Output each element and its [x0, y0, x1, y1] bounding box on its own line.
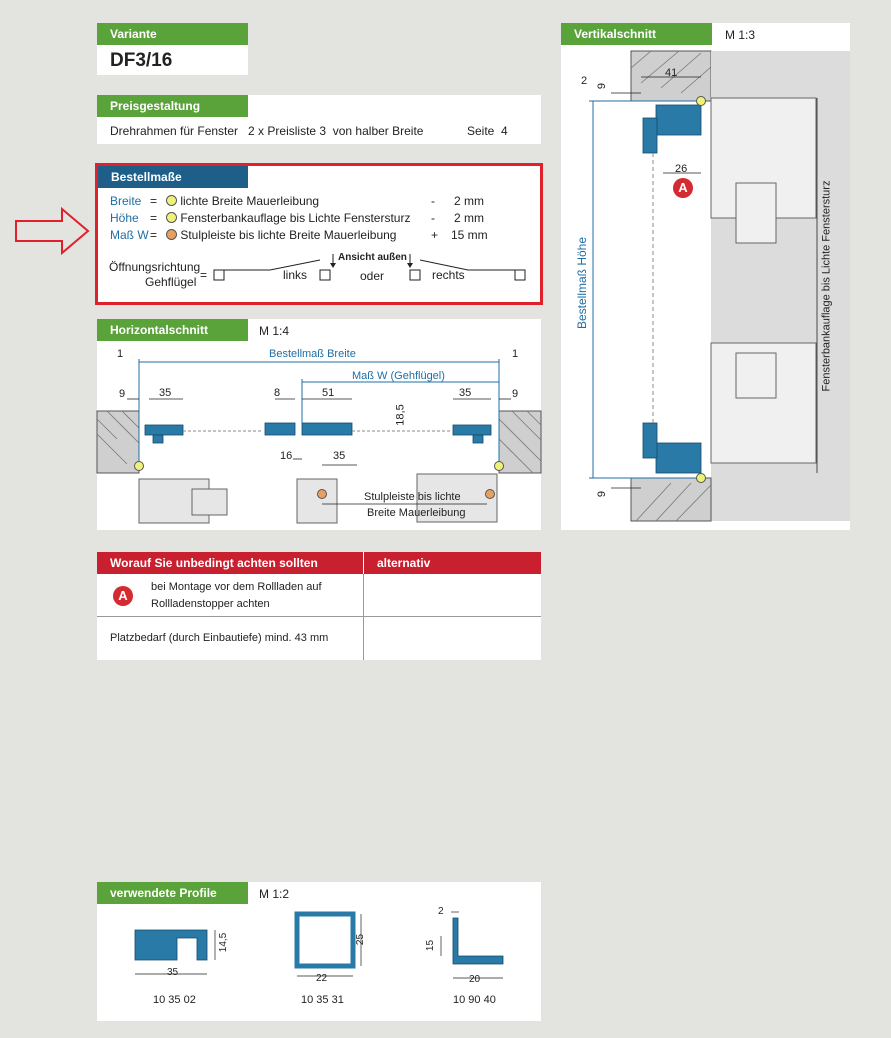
alternativ-header: alternativ — [364, 552, 541, 574]
achten-row1-line2: Rollladenstopper achten — [151, 598, 270, 610]
dim-35-bottom: 35 — [333, 450, 346, 462]
yellow-marker-icon — [166, 195, 177, 206]
achten-divider-v — [363, 574, 364, 660]
pointer-arrow-icon — [15, 206, 90, 256]
note-stulpleiste-1: Stulpleiste bis lichte — [364, 491, 461, 503]
profile-3-top: 2 — [438, 906, 444, 917]
profile-1-w: 35 — [167, 967, 179, 978]
achten-header: Worauf Sie unbedingt achten sollten — [97, 552, 363, 574]
vertikal-drawing — [589, 50, 850, 522]
profile-1-h: 14,5 — [218, 932, 230, 953]
bestell-value-massw: 15 mm — [451, 228, 488, 242]
profile-header: verwendete Profile — [97, 882, 248, 904]
dim-9-left: 9 — [119, 388, 126, 400]
profile-panel: verwendete Profile M 1:2 35 14,5 10 35 0… — [97, 882, 541, 1021]
vertikal-scale: M 1:3 — [725, 28, 756, 42]
profile-2-w: 22 — [316, 973, 328, 984]
profile-3-h: 15 — [425, 939, 437, 952]
yellow-marker-icon — [166, 212, 177, 223]
dim-51: 51 — [322, 387, 335, 399]
rechts-label: rechts — [432, 268, 465, 282]
ansicht-label: Ansicht außen — [338, 252, 407, 263]
profile-3-w: 20 — [469, 974, 481, 985]
oeffnung-label-2: Gehflügel — [145, 275, 197, 289]
achten-marker-a-icon: A — [113, 586, 133, 606]
orange-marker-icon — [166, 229, 177, 240]
vertikal-left-label: Bestellmaß Höhe — [575, 236, 590, 330]
dim-1-left: 1 — [117, 348, 124, 360]
dim-16: 16 — [280, 450, 293, 462]
profile-drawings — [134, 911, 504, 979]
achten-panel: Worauf Sie unbedingt achten sollten alte… — [97, 552, 541, 660]
profile-2-h: 25 — [355, 933, 367, 946]
dim-9-right: 9 — [512, 388, 519, 400]
achten-divider-h — [97, 616, 541, 617]
dim-35-right: 35 — [459, 387, 472, 399]
horizontal-drawing — [96, 359, 542, 524]
vdim-26: 26 — [675, 163, 688, 175]
bestell-header: Bestellmaße — [98, 166, 248, 188]
achten-row2: Platzbedarf (durch Einbautiefe) mind. 43… — [110, 632, 329, 644]
vdim-9-top: 9 — [596, 82, 609, 90]
vertikal-right-label: Fensterbankauflage bis Lichte Fensterstu… — [820, 180, 833, 392]
bestell-eq-3: = — [150, 228, 158, 242]
profile-3-id: 10 90 40 — [453, 994, 496, 1006]
horizontal-scale: M 1:4 — [259, 324, 290, 338]
dim-18-5: 18,5 — [394, 404, 407, 426]
vdim-2: 2 — [581, 75, 588, 87]
preis-text: Drehrahmen für Fenster 2 x Preisliste 3 … — [110, 124, 424, 138]
oeffnung-eq: = — [200, 268, 208, 282]
dim-mass-w: Maß W (Gehflügel) — [352, 370, 445, 382]
dim-bestellmass-breite: Bestellmaß Breite — [269, 348, 356, 360]
bestell-eq-2: = — [150, 211, 158, 225]
oeffnung-label-1: Öffnungsrichtung — [109, 260, 201, 274]
bestell-key-breite: Breite — [110, 194, 142, 208]
oder-label: oder — [360, 269, 385, 283]
preis-panel: Preisgestaltung Drehrahmen für Fenster 2… — [97, 95, 541, 144]
vdim-9-bottom: 9 — [596, 490, 609, 498]
variante-value: DF3/16 — [110, 50, 173, 71]
vdim-41: 41 — [665, 67, 678, 79]
profile-2-id: 10 35 31 — [301, 994, 344, 1006]
preis-seite-label: Seite — [467, 124, 495, 138]
bestell-text-breite: lichte Breite Mauerleibung — [166, 194, 319, 208]
bestell-value-hoehe: 2 mm — [454, 211, 484, 225]
bestell-sign-1: - — [431, 194, 435, 208]
bestell-key-massw: Maß W — [110, 228, 149, 242]
dim-1-right: 1 — [512, 348, 519, 360]
bestell-text-hoehe: Fensterbankauflage bis Lichte Fensterstu… — [166, 211, 410, 225]
horizontal-header: Horizontalschnitt — [97, 319, 248, 341]
opening-direction-icon — [213, 254, 526, 281]
note-stulpleiste-2: Breite Mauerleibung — [367, 507, 466, 519]
vertikal-panel: Vertikalschnitt M 1:3 — [561, 23, 850, 530]
bestell-eq-1: = — [150, 194, 158, 208]
bestell-key-hoehe: Höhe — [110, 211, 139, 225]
bestell-value-breite: 2 mm — [454, 194, 484, 208]
profile-1-id: 10 35 02 — [153, 994, 196, 1006]
vertikal-header: Vertikalschnitt — [561, 23, 712, 45]
preis-header: Preisgestaltung — [97, 95, 248, 117]
dim-35-left: 35 — [159, 387, 172, 399]
horizontal-panel: Horizontalschnitt M 1:4 — [96, 319, 542, 530]
profile-scale: M 1:2 — [259, 887, 290, 901]
bestell-text-massw: Stulpleiste bis lichte Breite Mauerleibu… — [166, 228, 396, 242]
dim-8: 8 — [274, 387, 281, 399]
bestell-sign-2: - — [431, 211, 435, 225]
preis-seite-value: 4 — [501, 124, 508, 138]
bestell-sign-3: + — [431, 228, 439, 242]
marker-a-icon: A — [673, 178, 693, 198]
links-label: links — [283, 268, 308, 282]
variante-header: Variante — [97, 23, 248, 45]
achten-row1-line1: bei Montage vor dem Rollladen auf — [151, 581, 322, 593]
variante-panel: Variante DF3/16 — [97, 23, 248, 75]
